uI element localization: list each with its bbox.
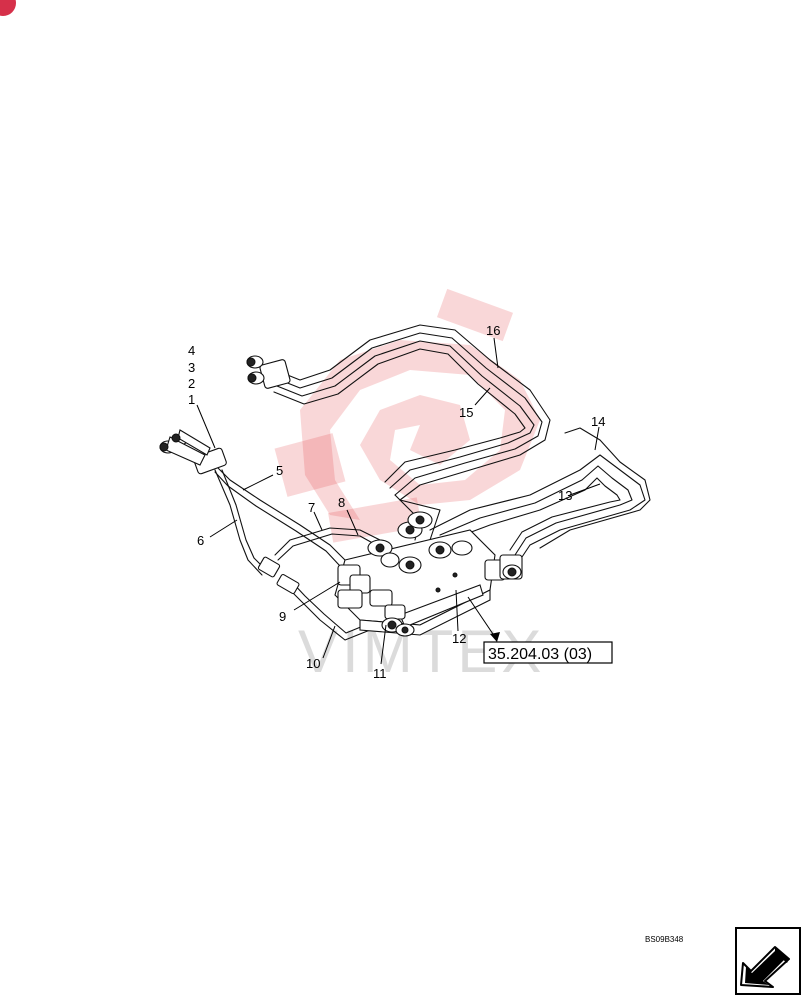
callout-8: 8	[338, 495, 345, 510]
callout-11: 11	[373, 666, 387, 681]
right-pipe-bundle	[429, 427, 651, 561]
drawing-code: BS09B348	[645, 935, 684, 944]
callout-15: 15	[459, 405, 473, 420]
control-valve	[334, 511, 523, 637]
upper-fittings	[246, 355, 291, 389]
leader-lines	[196, 337, 601, 665]
reference-label[interactable]: 35.204.03 (03)	[488, 646, 592, 663]
arrow-back-icon	[740, 946, 790, 988]
left-fittings	[159, 429, 300, 595]
callout-12: 12	[452, 631, 466, 646]
callouts: 4 3 2 1 5 6 7 8 9 10 11 12 13 14 15 16	[188, 323, 605, 681]
reference-box[interactable]: 35.204.03 (03)	[483, 641, 613, 664]
callout-7: 7	[308, 500, 315, 515]
callout-6: 6	[197, 533, 204, 548]
page-badge-icon	[0, 0, 16, 16]
callout-13: 13	[558, 488, 572, 503]
callout-1: 1	[188, 392, 195, 407]
callout-10: 10	[306, 656, 320, 671]
nav-back-button[interactable]	[735, 927, 801, 995]
callout-4: 4	[188, 343, 195, 358]
callout-14: 14	[591, 414, 605, 429]
callout-5: 5	[276, 463, 283, 478]
callout-3: 3	[188, 360, 195, 375]
callout-16: 16	[486, 323, 500, 338]
callout-2: 2	[188, 376, 195, 391]
callout-9: 9	[279, 609, 286, 624]
upper-pipe-bundle	[269, 324, 551, 541]
